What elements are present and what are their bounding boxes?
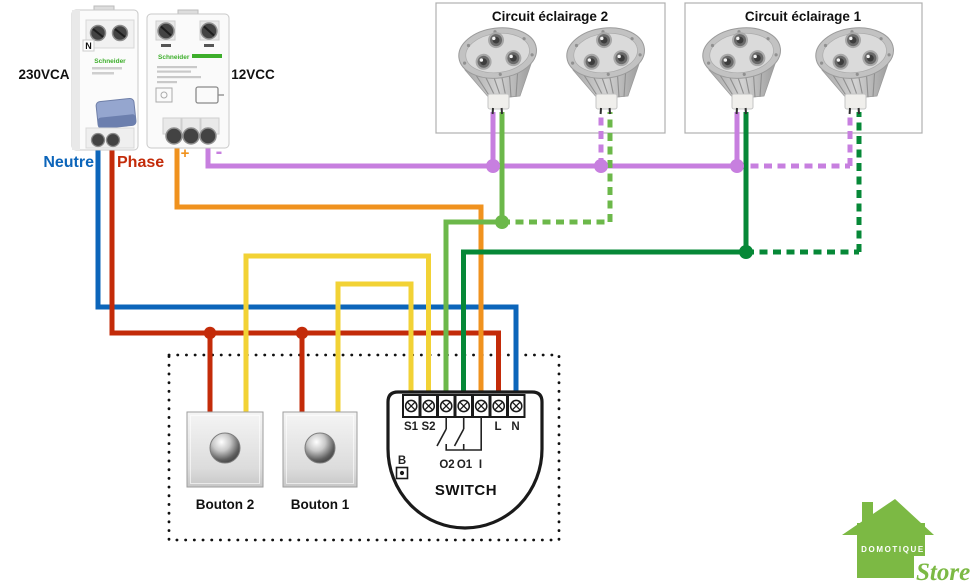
breaker-n-label: N (85, 41, 92, 51)
button2-s2-wire (243, 253, 431, 414)
circuit1-output-wire (461, 112, 862, 400)
logo-house-icon (842, 499, 934, 578)
terminal-label-n: N (511, 421, 519, 433)
switch-terminal-l (489, 394, 508, 418)
terminal-label-s1: S1 (404, 421, 419, 433)
label-plus: + (181, 145, 190, 162)
button1-s1-wire (335, 281, 414, 414)
circuit-breaker: N Schneider (71, 5, 139, 151)
switch-terminal-i (472, 394, 491, 418)
junction-dot (594, 159, 608, 173)
switch-terminal-s1 (402, 394, 421, 418)
circuit2-junction-dot (495, 215, 509, 229)
dc-minus-wire (205, 112, 853, 169)
circuit-1-title: Circuit éclairage 1 (745, 9, 862, 24)
logo-store-text: Store (916, 559, 970, 583)
brand-bar (192, 54, 222, 58)
switch-title: SWITCH (435, 482, 497, 499)
label-230vca: 230VCA (18, 67, 69, 82)
output-label-i: I (479, 459, 482, 471)
junction-dot (295, 326, 309, 340)
neutral-wire (95, 145, 519, 400)
switch-terminal-n (507, 394, 526, 418)
switch-terminal-o2 (437, 394, 456, 418)
switch-terminal-strip (402, 394, 526, 418)
junction-dot (730, 159, 744, 173)
brand-text: Schneider (94, 58, 126, 65)
label-minus: - (216, 141, 223, 163)
circuit2-output-wire (443, 112, 613, 400)
terminal-label-l: L (494, 421, 501, 433)
circuit1-junction-dot (739, 245, 753, 259)
phase-junction-dots (203, 326, 309, 340)
circuit-2-title: Circuit éclairage 2 (492, 9, 608, 24)
push-button-1 (282, 411, 358, 488)
label-neutre: Neutre (43, 154, 94, 171)
junction-dot (486, 159, 500, 173)
relay-schematic (436, 417, 482, 451)
button-1-label: Bouton 1 (291, 497, 350, 512)
push-button-2 (186, 411, 264, 488)
brand-text: Schneider (158, 54, 190, 61)
dc-minus-junction-dots (486, 159, 744, 173)
junction-dot (203, 326, 217, 340)
psu-12v: Schneider (146, 9, 230, 149)
switch-module: S1 S2 L N O2 O1 I B SWITCH (386, 390, 544, 530)
label-12vcc: 12VCC (231, 67, 275, 82)
output-label-o1: O1 (457, 459, 473, 471)
junction-dot (739, 245, 753, 259)
button-2-label: Bouton 2 (196, 497, 255, 512)
logo: DOMOTIQUE Store (842, 499, 970, 583)
logo-notch (914, 556, 928, 580)
output-label-o2: O2 (439, 459, 454, 471)
service-button-label: B (398, 455, 406, 467)
junction-dot (495, 215, 509, 229)
terminal-label-s2: S2 (421, 421, 435, 433)
label-phase: Phase (117, 154, 164, 171)
switch-terminal-s2 (419, 394, 438, 418)
dc-plus-wire (174, 132, 484, 400)
service-button (395, 466, 409, 480)
switch-terminal-o1 (454, 394, 473, 418)
logo-brand-text: DOMOTIQUE (861, 545, 925, 554)
